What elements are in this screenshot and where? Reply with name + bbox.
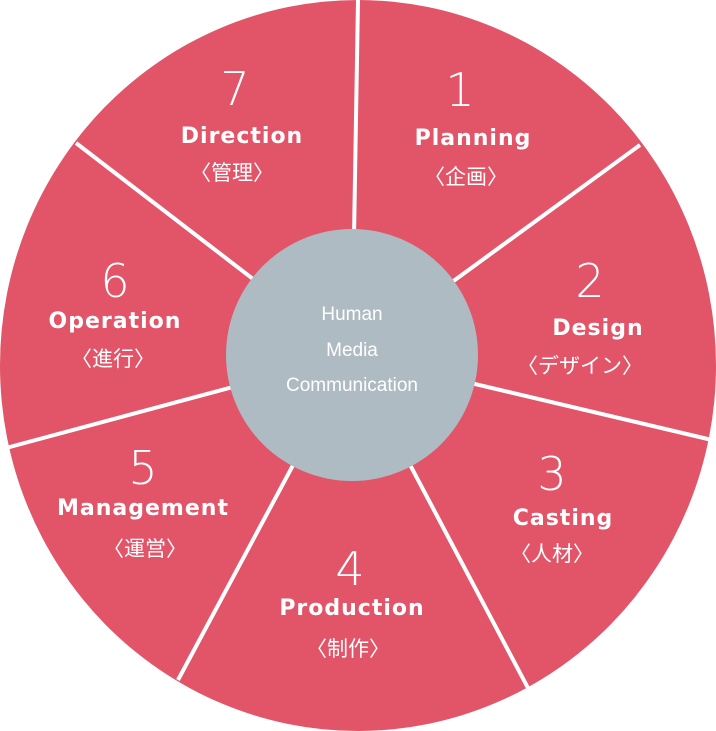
- segment-planning: 1 Planning 〈企画〉: [415, 63, 532, 189]
- segment-subtitle: 〈運営〉: [103, 537, 187, 561]
- center-line-2: Media: [326, 340, 378, 361]
- segment-number: 3: [537, 447, 566, 501]
- segment-subtitle: 〈進行〉: [71, 347, 155, 371]
- segment-production: 4 Production 〈制作〉: [279, 542, 424, 661]
- center-circle: [226, 229, 478, 481]
- center-line-3: Communication: [286, 375, 418, 396]
- segment-title: Management: [57, 496, 229, 521]
- segment-number: 7: [220, 62, 249, 116]
- segment-subtitle: 〈デザイン〉: [517, 354, 643, 378]
- segment-title: Design: [552, 316, 643, 341]
- segment-operation: 6 Operation 〈進行〉: [49, 254, 182, 371]
- center-line-1: Human: [321, 304, 382, 325]
- segment-subtitle: 〈管理〉: [190, 161, 274, 185]
- segment-casting: 3 Casting 〈人材〉: [510, 447, 614, 566]
- segment-number: 2: [575, 254, 604, 308]
- segment-number: 5: [128, 441, 157, 495]
- segment-title: Operation: [49, 309, 182, 334]
- segment-direction: 7 Direction 〈管理〉: [181, 62, 303, 185]
- segment-number: 1: [445, 63, 474, 117]
- segment-management: 5 Management 〈運営〉: [57, 441, 229, 561]
- segment-dividers: [5, 0, 713, 689]
- segment-subtitle: 〈人材〉: [510, 542, 594, 566]
- segment-title: Casting: [513, 506, 614, 531]
- segment-title: Production: [279, 596, 424, 621]
- segment-subtitle: 〈企画〉: [424, 165, 508, 189]
- segment-design: 2 Design 〈デザイン〉: [517, 254, 643, 378]
- segment-number: 6: [100, 254, 129, 308]
- segment-title: Direction: [181, 124, 303, 149]
- segment-subtitle: 〈制作〉: [306, 637, 390, 661]
- segment-number: 4: [335, 542, 364, 596]
- segment-title: Planning: [415, 126, 532, 151]
